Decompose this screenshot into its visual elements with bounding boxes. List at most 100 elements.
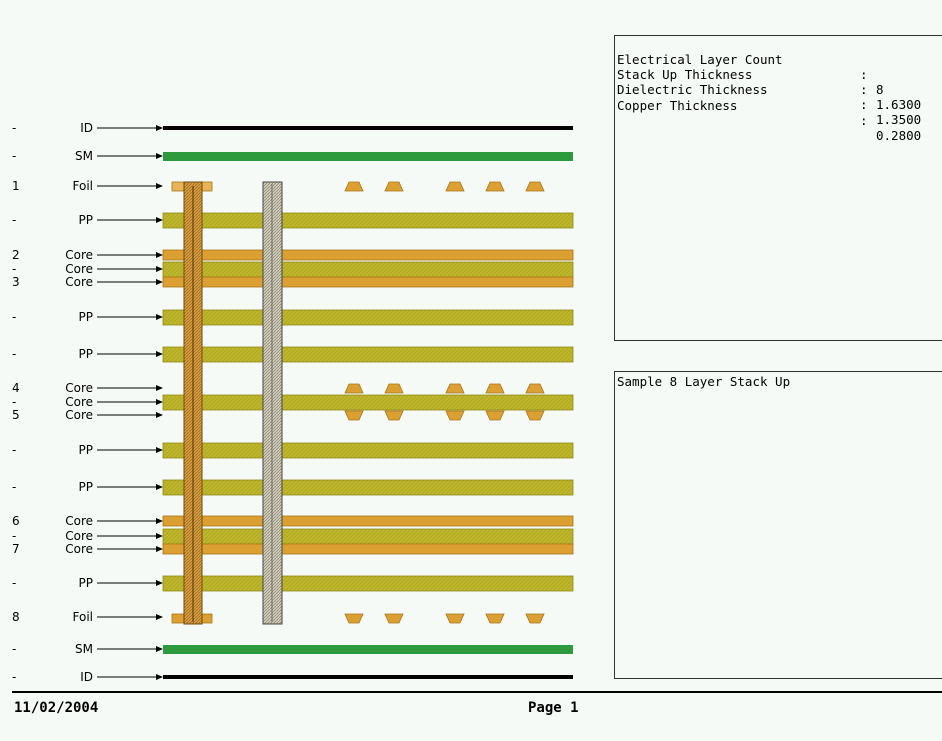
layer-arrow-head xyxy=(156,518,163,524)
layer-number: - xyxy=(12,310,16,324)
copper-plane-layer xyxy=(162,249,574,261)
layer-name: PP xyxy=(79,443,93,457)
layer-name: PP xyxy=(79,576,93,590)
layer-arrow-head xyxy=(156,614,163,620)
footer-page-number: Page 1 xyxy=(528,700,579,716)
layer-number: - xyxy=(12,443,16,457)
identification-layer xyxy=(163,675,573,679)
layer-name: ID xyxy=(80,670,93,684)
layer-name: PP xyxy=(79,347,93,361)
copper-plane-layer xyxy=(162,543,574,555)
prepreg-layer xyxy=(162,346,574,363)
prepreg-layer xyxy=(162,442,574,459)
bottom-foil-trace xyxy=(344,613,364,624)
layer-arrow-head xyxy=(156,484,163,490)
layer-arrow-head xyxy=(156,279,163,285)
layer-name: Core xyxy=(65,381,93,395)
layer4-trace xyxy=(384,383,404,394)
info-value: 1.6300 xyxy=(876,97,922,112)
layer-arrow-head xyxy=(156,546,163,552)
layer-arrow-head xyxy=(156,183,163,189)
copper-plane-layer xyxy=(162,276,574,288)
layer-number: - xyxy=(12,642,16,656)
layer-arrow-head xyxy=(156,314,163,320)
info-row-copper-thickness: Copper Thickness : 0.2800 xyxy=(617,83,921,158)
layer-arrow-head xyxy=(156,385,163,391)
info-key: Copper Thickness xyxy=(617,98,738,113)
layer-arrow-head xyxy=(156,217,163,223)
top-foil-trace xyxy=(485,181,505,192)
layer-number: 5 xyxy=(12,408,20,422)
layer-arrow-head xyxy=(156,674,163,680)
footer-divider xyxy=(12,691,942,693)
layer4-trace xyxy=(485,383,505,394)
layer-arrow-head xyxy=(156,533,163,539)
bottom-foil-trace xyxy=(485,613,505,624)
layer-arrow-head xyxy=(156,252,163,258)
info-key: Stack Up Thickness xyxy=(617,67,753,82)
copper-plane-layer xyxy=(162,515,574,527)
bottom-foil-trace xyxy=(525,613,545,624)
layer-number: 1 xyxy=(12,179,20,193)
info-separator: : xyxy=(860,113,868,128)
layer5-trace xyxy=(525,410,545,421)
info-separator: : xyxy=(860,67,868,82)
layer4-trace xyxy=(525,383,545,394)
layer-name: SM xyxy=(75,642,93,656)
layer-name: PP xyxy=(79,213,93,227)
layer-name: Core xyxy=(65,395,93,409)
layer-name: Foil xyxy=(73,610,93,624)
layer-arrow-head xyxy=(156,580,163,586)
core-dielectric-layer xyxy=(162,394,574,411)
info-row-layer-count: Electrical Layer Count : 8 xyxy=(617,37,884,112)
layer-arrow-head xyxy=(156,412,163,418)
layer-name: ID xyxy=(80,121,93,135)
layer-number: - xyxy=(12,576,16,590)
layer-number: 4 xyxy=(12,381,20,395)
stackup-info-panel: Electrical Layer Count : 8 Stack Up Thic… xyxy=(614,35,942,341)
bottom-foil-trace xyxy=(445,613,465,624)
info-value: 1.3500 xyxy=(876,112,922,127)
layer-number: - xyxy=(12,262,16,276)
identification-layer xyxy=(163,126,573,130)
top-foil-trace xyxy=(445,181,465,192)
layer-number: 2 xyxy=(12,248,20,262)
layer-name: Core xyxy=(65,262,93,276)
prepreg-layer xyxy=(162,575,574,592)
layer-number: - xyxy=(12,121,16,135)
layer-number: - xyxy=(12,670,16,684)
layer-number: 6 xyxy=(12,514,20,528)
layer5-trace xyxy=(485,410,505,421)
layer-arrow-head xyxy=(156,125,163,131)
layer-arrow-head xyxy=(156,646,163,652)
layer-number: - xyxy=(12,347,16,361)
notes-text: Sample 8 Layer Stack Up xyxy=(617,374,791,389)
core-dielectric-layer xyxy=(162,261,574,278)
layer-name: Core xyxy=(65,248,93,262)
layer-name: Core xyxy=(65,542,93,556)
top-foil-trace xyxy=(344,181,364,192)
layer-number: 7 xyxy=(12,542,20,556)
solder-mask-layer xyxy=(163,645,573,654)
info-value: 8 xyxy=(876,82,884,97)
layer4-trace xyxy=(445,383,465,394)
layer-number: - xyxy=(12,529,16,543)
layer5-trace xyxy=(445,410,465,421)
layer-name: Core xyxy=(65,275,93,289)
layer-number: - xyxy=(12,395,16,409)
layer5-trace xyxy=(344,410,364,421)
core-dielectric-layer xyxy=(162,528,574,545)
info-separator: : xyxy=(860,97,868,112)
layer-number: - xyxy=(12,149,16,163)
info-value: 0.2800 xyxy=(876,128,922,143)
bottom-foil-trace xyxy=(384,613,404,624)
layer-name: Core xyxy=(65,408,93,422)
info-row-stackup-thickness: Stack Up Thickness : 1.6300 xyxy=(617,52,921,127)
notes-panel: Sample 8 Layer Stack Up xyxy=(614,371,942,679)
footer-date: 11/02/2004 xyxy=(14,700,99,716)
layer5-trace xyxy=(384,410,404,421)
layer-name: Core xyxy=(65,514,93,528)
layer-name: SM xyxy=(75,149,93,163)
info-key: Electrical Layer Count xyxy=(617,52,783,67)
